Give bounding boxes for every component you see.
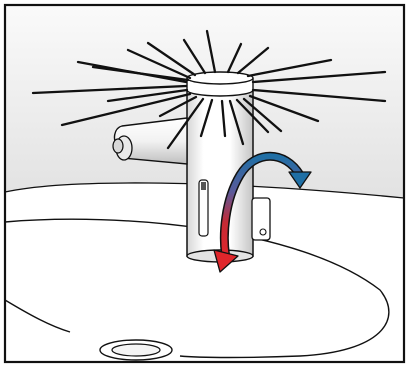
drain-icon (100, 340, 172, 360)
